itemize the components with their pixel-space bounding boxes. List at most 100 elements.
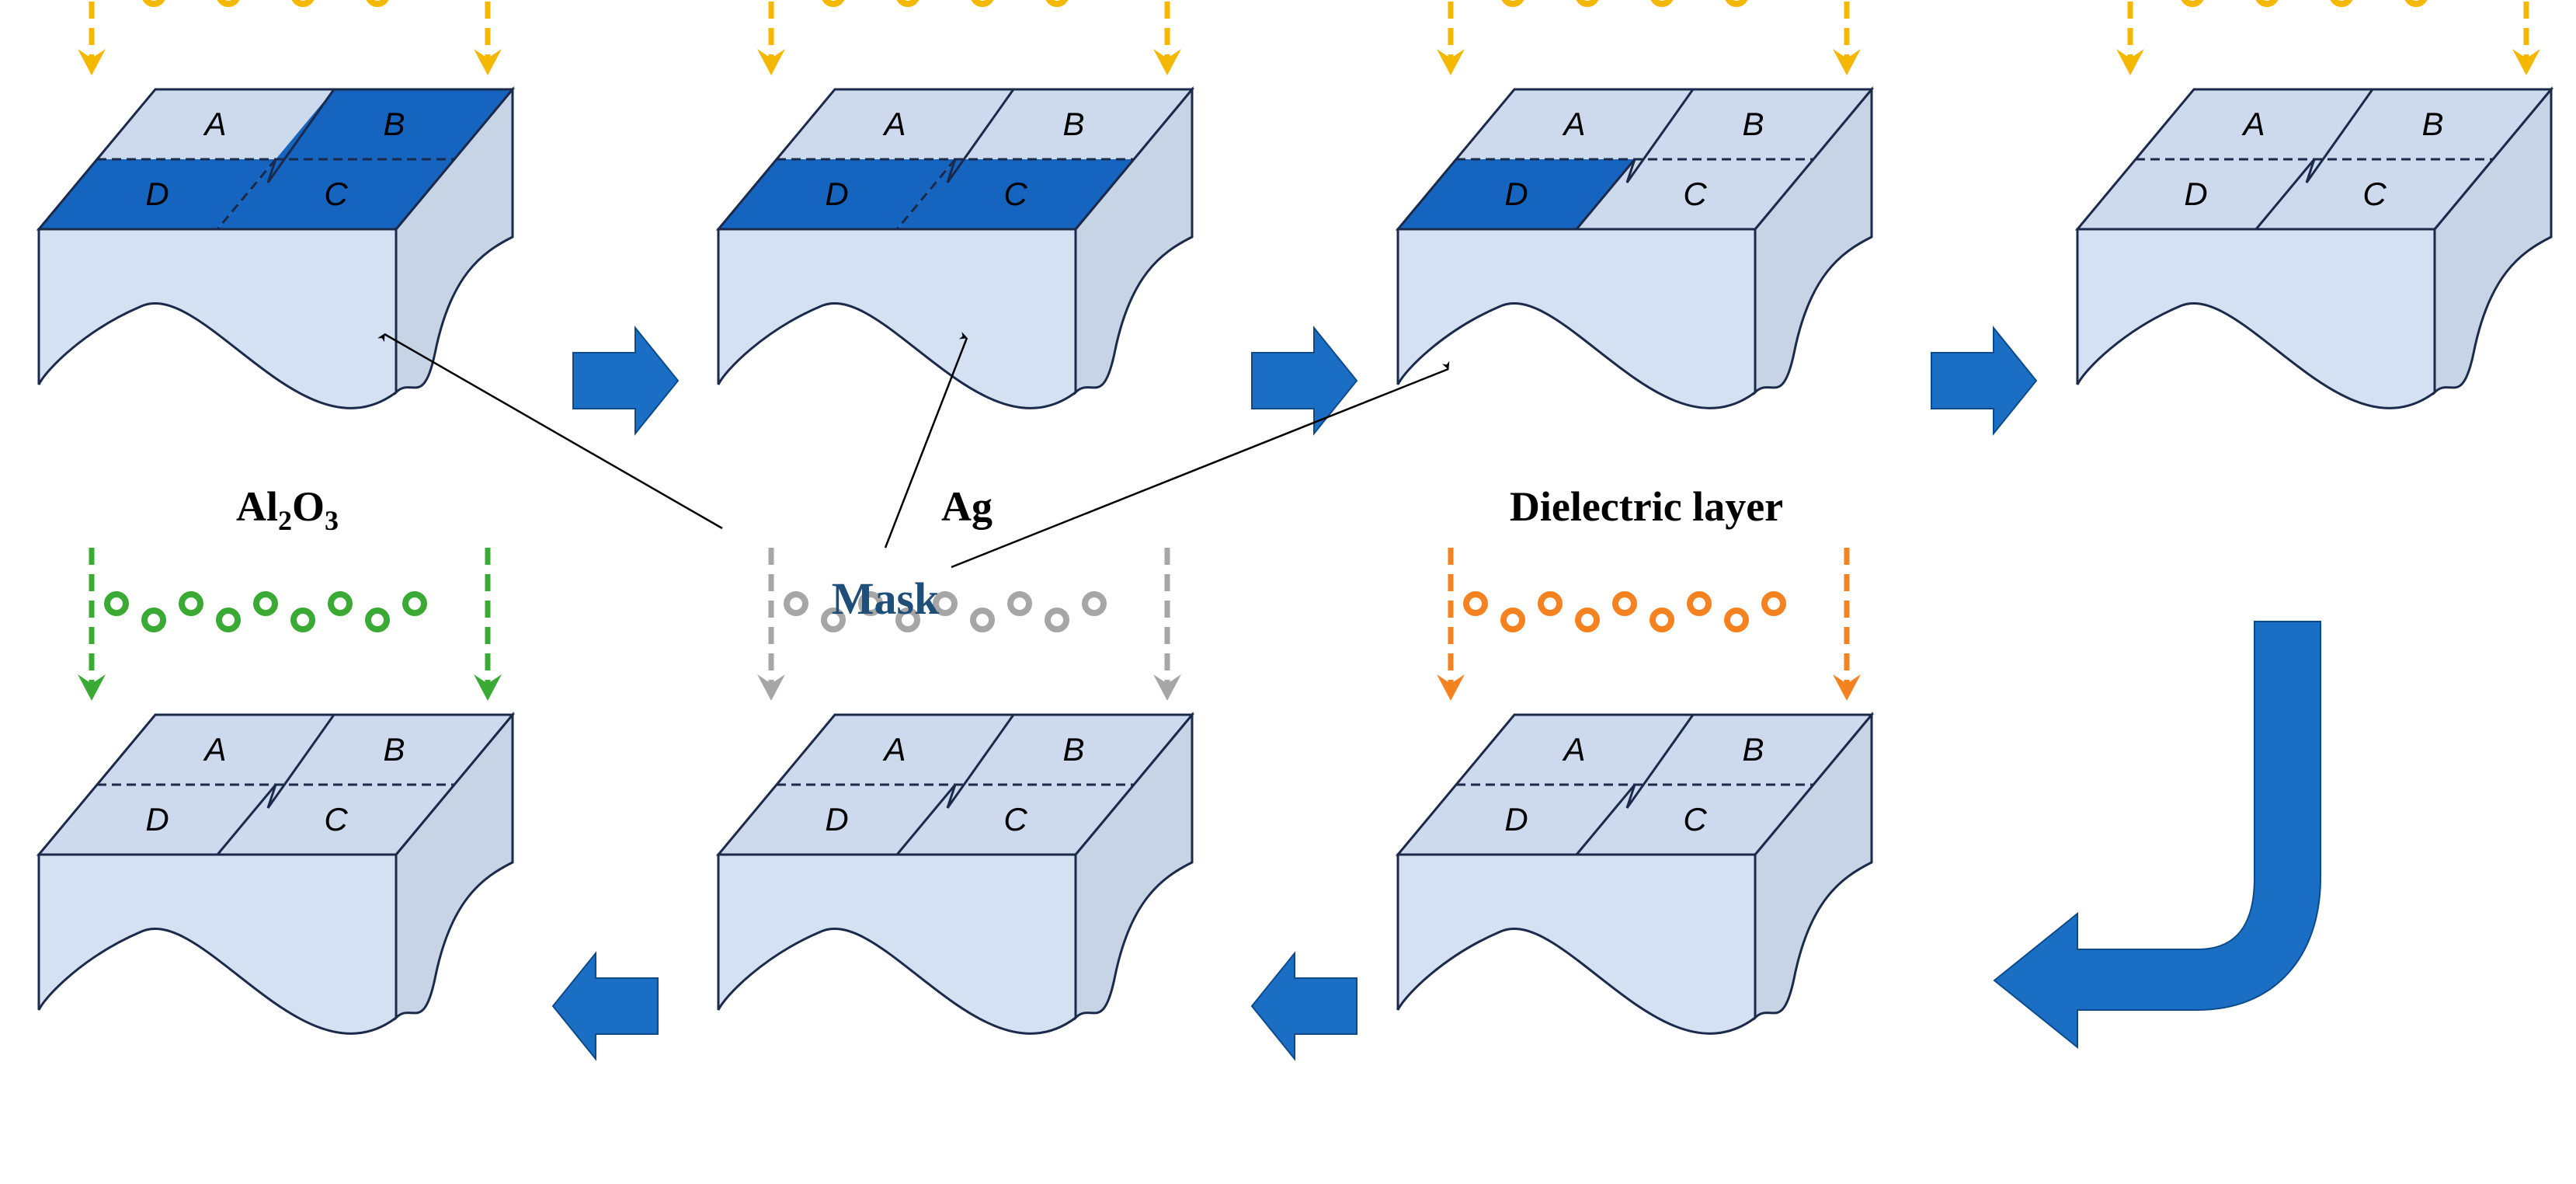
process-step-2: ABDCMgF2	[715, 0, 1195, 409]
cell-divider-back	[1625, 714, 1695, 809]
material-particle	[822, 0, 845, 7]
top-cell-C	[1577, 785, 1813, 855]
label-mid: O	[292, 483, 325, 530]
block-right-face	[1074, 85, 1194, 395]
mask-pointer-1	[377, 333, 723, 530]
deposition-arrowhead	[2512, 49, 2540, 75]
deposition-arrowhead	[1833, 49, 1861, 75]
cell-divider-back	[946, 89, 1015, 183]
block-front-face	[1396, 853, 1757, 1035]
process-step-4: ABDCMgF2	[2074, 0, 2554, 409]
deposition-arrowhead	[1153, 674, 1181, 701]
material-particle	[216, 608, 241, 632]
block-right-face	[1074, 711, 1194, 1021]
cell-divider-front	[1575, 158, 1636, 230]
deposition-arrowhead	[757, 674, 785, 701]
material-particle	[971, 0, 994, 7]
cell-label-D: D	[1504, 176, 1528, 212]
cell-label-C: C	[1003, 801, 1027, 838]
deposition-arrowhead	[474, 674, 502, 701]
top-cell-D	[39, 159, 276, 229]
cell-label-C: C	[2362, 176, 2387, 212]
top-cell-A	[97, 715, 334, 785]
process-step-3: ABDCMgF2	[1395, 0, 1875, 409]
block-top-outline	[715, 88, 1195, 231]
block-top-outline	[36, 88, 516, 231]
block-front-face	[717, 228, 1077, 409]
deposition-arrowhead	[1437, 674, 1465, 701]
material-particle	[366, 0, 389, 7]
material-particle	[2255, 0, 2279, 7]
block-front-face	[2076, 228, 2436, 409]
top-cell-D	[2077, 159, 2314, 229]
material-particle	[217, 0, 240, 7]
block-front-face	[37, 853, 398, 1035]
top-cell-C	[217, 159, 454, 229]
cell-label-C: C	[1003, 176, 1027, 212]
top-cell-B	[1635, 89, 1872, 159]
top-cell-B	[2314, 89, 2551, 159]
material-particle	[402, 591, 427, 616]
flow-arrow-right	[572, 326, 680, 436]
cell-label-D: D	[145, 176, 169, 212]
material-particle	[784, 591, 808, 616]
material-particle	[2404, 0, 2428, 7]
top-cell-A	[777, 715, 1013, 785]
material-particle	[1650, 0, 1674, 7]
top-cell-D	[39, 785, 276, 855]
top-cell-A	[97, 89, 334, 159]
material-particle	[291, 0, 315, 7]
top-cell-B	[276, 715, 513, 785]
cell-label-A: A	[2241, 106, 2265, 142]
cell-divider-front	[2254, 158, 2316, 230]
deposition-arrowhead	[1153, 49, 1181, 75]
material-particle	[290, 608, 315, 632]
cell-divider-back	[946, 714, 1015, 809]
cell-label-B: B	[1742, 106, 1764, 142]
material-particle	[1463, 591, 1488, 616]
block-top-outline	[715, 713, 1195, 856]
top-cell-C	[217, 785, 454, 855]
material-particle	[2330, 0, 2353, 7]
top-cell-B	[1635, 715, 1872, 785]
top-cell-D	[1398, 159, 1635, 229]
deposition-arrowhead	[1833, 674, 1861, 701]
block-right-face	[395, 711, 514, 1021]
top-cell-D	[718, 785, 955, 855]
mask-pointer-3	[951, 360, 1450, 569]
block-right-face	[395, 85, 514, 395]
cell-label-D: D	[2184, 176, 2207, 212]
block-top-outline	[36, 713, 516, 856]
cell-divider-back	[266, 714, 335, 809]
cell-label-C: C	[324, 176, 348, 212]
material-particle	[1612, 591, 1637, 616]
material-particle	[821, 608, 846, 632]
cell-label-B: B	[2421, 106, 2443, 142]
block-front-face	[37, 228, 398, 409]
material-particle	[933, 591, 958, 616]
material-particle	[1500, 608, 1525, 632]
deposition-arrowhead	[757, 49, 785, 75]
top-cell-C	[897, 159, 1134, 229]
label-main: Dielectric layer	[1510, 483, 1783, 530]
top-cell-C	[2256, 159, 2493, 229]
flow-arrow-left	[551, 951, 659, 1061]
cell-label-D: D	[825, 176, 848, 212]
block-front-face	[1396, 228, 1757, 409]
label-main: Al	[236, 483, 278, 530]
material-particle	[2181, 0, 2204, 7]
material-particle	[142, 0, 165, 7]
cell-divider-front	[895, 784, 957, 855]
cell-label-A: A	[202, 106, 226, 142]
block-right-face	[1754, 85, 1873, 395]
material-particle	[328, 591, 353, 616]
top-cell-A	[1456, 89, 1693, 159]
top-cell-A	[2136, 89, 2373, 159]
material-particle	[858, 591, 883, 616]
deposition-arrowhead	[78, 674, 106, 701]
cell-label-A: A	[1561, 106, 1585, 142]
material-particle	[1576, 0, 1599, 7]
top-cell-C	[1577, 159, 1813, 229]
